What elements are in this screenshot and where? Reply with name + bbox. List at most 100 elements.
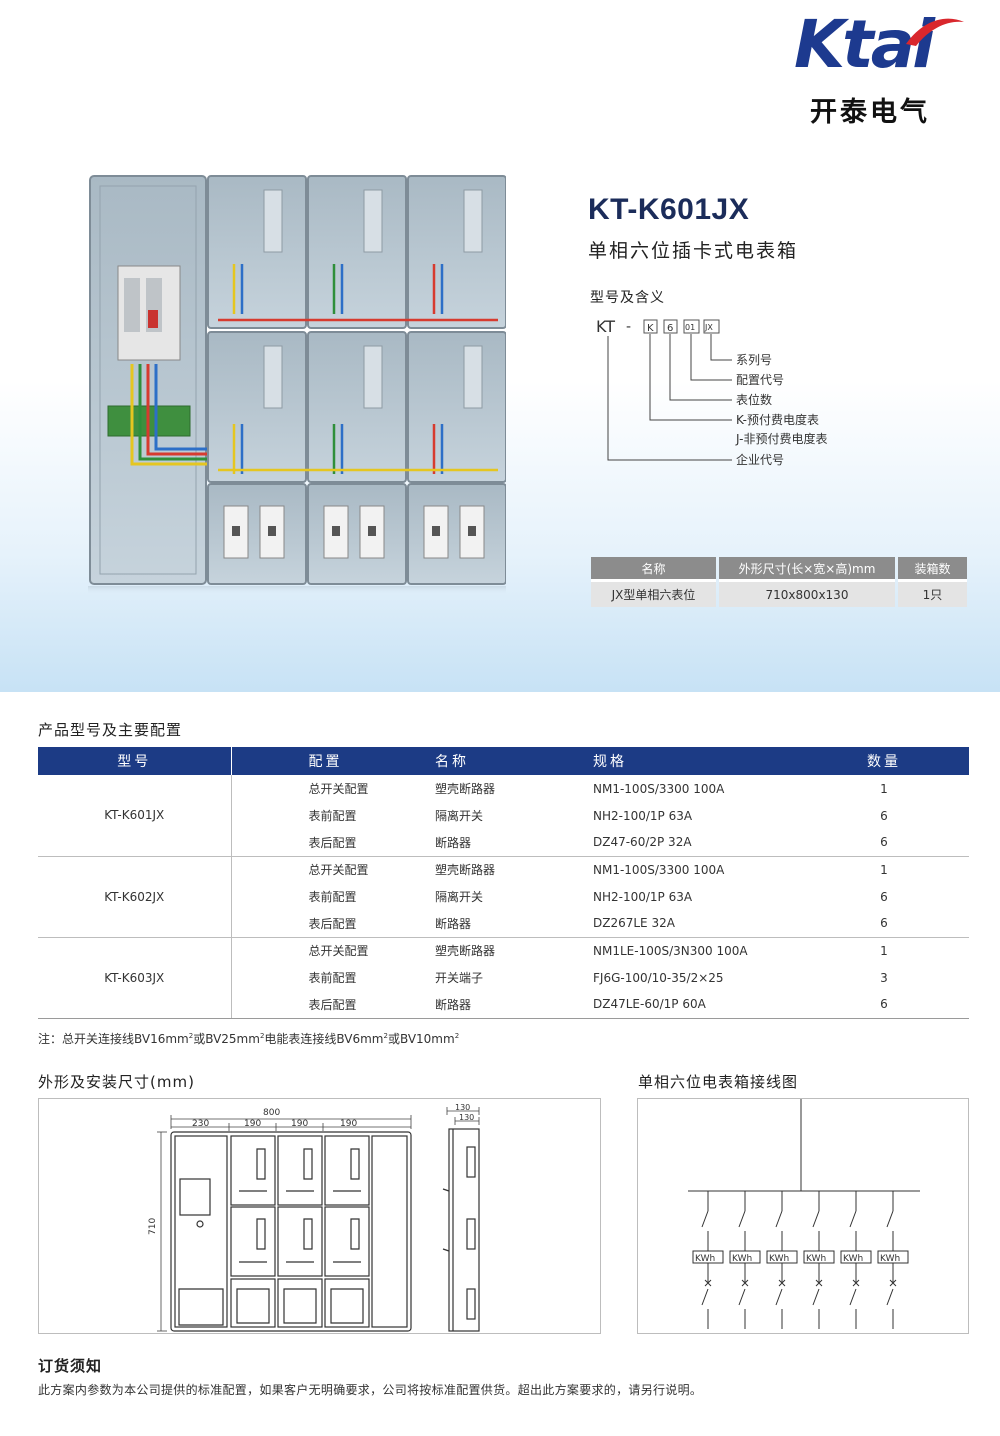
table-row: 表后配置 断路器 DZ47LE-60/1P 60A 6 <box>38 991 969 1019</box>
brand-logo: Ktai 开泰电气 <box>788 12 974 128</box>
cfg-header-name: 名称 <box>391 747 567 775</box>
cfg-spec-cell: DZ47-60/2P 32A <box>567 829 799 857</box>
cfg-name-cell: 开关端子 <box>435 971 484 985</box>
cfg-qty-cell: 1 <box>880 862 888 877</box>
cfg-config-cell: 表后配置 <box>231 991 391 1019</box>
table-row: 表前配置 隔离开关 NH2-100/1P 63A 6 <box>38 883 969 910</box>
meter-kwh-label: KWh <box>806 1254 826 1264</box>
table-row: 表前配置 隔离开关 NH2-100/1P 63A 6 <box>38 802 969 829</box>
cfg-spec-cell: NM1-100S/3300 100A <box>593 781 725 796</box>
model-meaning-heading: 型号及含义 <box>590 290 665 306</box>
cfg-header-qty: 数量 <box>799 747 969 775</box>
note-text: 或BV25mm <box>193 1032 260 1046</box>
table-row: 表前配置 开关端子 FJ6G-100/10-35/2×25 3 <box>38 964 969 991</box>
cfg-name-cell: 断路器 <box>391 991 567 1019</box>
meter-kwh-label: KWh <box>843 1254 863 1264</box>
note-sup: 2 <box>259 1032 265 1040</box>
cfg-config-cell: 表前配置 <box>308 890 357 904</box>
spec-cell-pack: 1只 <box>898 582 967 607</box>
meter-kwh-label: KWh <box>769 1254 789 1264</box>
table-row: 表后配置 断路器 DZ267LE 32A 6 <box>38 910 969 938</box>
cfg-config-cell: 表前配置 <box>308 809 357 823</box>
cfg-spec-cell: FJ6G-100/10-35/2×25 <box>593 970 724 985</box>
code-part-dash: - <box>626 319 631 335</box>
ordering-title: 订货须知 <box>38 1357 103 1375</box>
cfg-name-cell: 塑壳断路器 <box>435 782 496 796</box>
cfg-spec-cell: NM1-100S/3300 100A <box>593 862 725 877</box>
cfg-spec-cell: NH2-100/1P 63A <box>593 889 693 904</box>
cfg-qty-cell: 6 <box>799 829 969 857</box>
cfg-model-cell: KT-K601JX <box>38 775 232 857</box>
label-series: 系列号 <box>736 353 772 367</box>
cfg-config-cell: 表后配置 <box>231 829 391 857</box>
code-part-k: K <box>647 323 654 334</box>
cfg-qty-cell: 6 <box>799 991 969 1019</box>
cfg-qty-cell: 6 <box>880 889 888 904</box>
dim-depth-inner: 130 <box>459 1113 474 1122</box>
meter-branch <box>840 1191 872 1329</box>
cfg-config-cell: 总开关配置 <box>308 863 369 878</box>
dim-depth-outer: 130 <box>455 1103 470 1112</box>
cfg-spec-cell: DZ47LE-60/1P 60A <box>567 991 799 1019</box>
dimension-drawing: 800 230 190 190 190 710 130 <box>38 1098 601 1334</box>
spec-table: 名称 外形尺寸(长×宽×高)mm 装箱数 JX型单相六表位 710x800x13… <box>588 557 970 607</box>
meter-branch <box>766 1191 798 1329</box>
cfg-model-cell: KT-K602JX <box>38 856 232 938</box>
meter-box-photo-icon <box>88 175 506 594</box>
cfg-spec-cell: NH2-100/1P 63A <box>593 808 693 823</box>
cfg-spec-cell: NM1LE-100S/3N300 100A <box>593 943 748 958</box>
cfg-qty-cell: 1 <box>880 943 888 958</box>
code-part-6: 6 <box>667 323 673 334</box>
config-section-title: 产品型号及主要配置 <box>38 721 183 739</box>
meter-branch <box>803 1191 835 1329</box>
code-part-01: 01 <box>685 323 695 332</box>
spec-header-size: 外形尺寸(长×宽×高)mm <box>719 557 895 582</box>
product-model-title: KT-K601JX <box>588 193 750 226</box>
cfg-model-cell: KT-K603JX <box>38 937 232 1019</box>
meter-branch <box>692 1191 724 1329</box>
cfg-name-cell: 隔离开关 <box>435 890 484 904</box>
meter-kwh-label: KWh <box>732 1254 752 1264</box>
table-row: KT-K603JX 总开关配置 塑壳断路器 NM1LE-100S/3N300 1… <box>38 937 969 1019</box>
meter-branch <box>729 1191 761 1329</box>
code-part-jx: JX <box>704 323 713 332</box>
dim-width-1: 230 <box>192 1119 209 1129</box>
cfg-name-cell: 断路器 <box>391 829 567 857</box>
config-table: 型号 配置 名称 规格 数量 KT-K601JX 总开关配置 塑壳断路器 NM1… <box>38 747 969 1019</box>
label-non-prepaid: J-非预付费电度表 <box>735 431 827 446</box>
label-meter-count: 表位数 <box>736 392 772 407</box>
cfg-header-spec: 规格 <box>567 747 799 775</box>
cfg-config-cell: 表前配置 <box>308 971 357 985</box>
note-sup: 2 <box>188 1032 194 1040</box>
dimension-section-title: 外形及安装尺寸(mm) <box>38 1073 195 1091</box>
note-text: 或BV10mm <box>387 1032 455 1046</box>
meter-branch <box>877 1191 909 1329</box>
meter-kwh-label: KWh <box>695 1254 715 1264</box>
cfg-config-cell: 总开关配置 <box>308 944 369 959</box>
cfg-qty-cell: 1 <box>880 781 888 796</box>
wiring-section-title: 单相六位电表箱接线图 <box>638 1073 799 1091</box>
spec-cell-size: 710x800x130 <box>719 582 895 607</box>
label-config-code: 配置代号 <box>736 373 784 387</box>
dim-width-3: 190 <box>291 1119 308 1129</box>
product-subtitle: 单相六位插卡式电表箱 <box>588 240 799 262</box>
note-sup: 2 <box>383 1032 388 1040</box>
note-sup: 2 <box>454 1032 460 1040</box>
dim-width-2: 190 <box>244 1119 261 1129</box>
spec-header-pack: 装箱数 <box>898 557 967 582</box>
logo-chinese-name: 开泰电气 <box>810 97 930 128</box>
wiring-note: 注：总开关连接线BV16mm2或BV25mm2电能表连接线BV6mm2或BV10… <box>38 1030 459 1047</box>
model-code-diagram: KT - K 6 01 JX 系列号 配置代号 表位数 K-预付费电度表 J-非… <box>596 317 827 467</box>
spec-header-name: 名称 <box>591 557 716 582</box>
cfg-header-config: 配置 <box>231 747 391 775</box>
note-text: 注：总开关连接线BV16mm <box>38 1032 189 1046</box>
spec-row: JX型单相六表位 710x800x130 1只 <box>591 582 967 607</box>
cfg-qty-cell: 6 <box>880 808 888 823</box>
dim-width-4: 190 <box>340 1119 357 1129</box>
table-row: KT-K601JX 总开关配置 塑壳断路器 NM1-100S/3300 100A… <box>38 775 969 857</box>
note-text: 电能表连接线BV6mm <box>264 1032 384 1046</box>
cfg-header-model: 型号 <box>38 747 232 775</box>
code-part-kt: KT <box>596 317 615 336</box>
label-company-code: 企业代号 <box>736 452 784 467</box>
cfg-qty-cell: 3 <box>880 970 888 985</box>
